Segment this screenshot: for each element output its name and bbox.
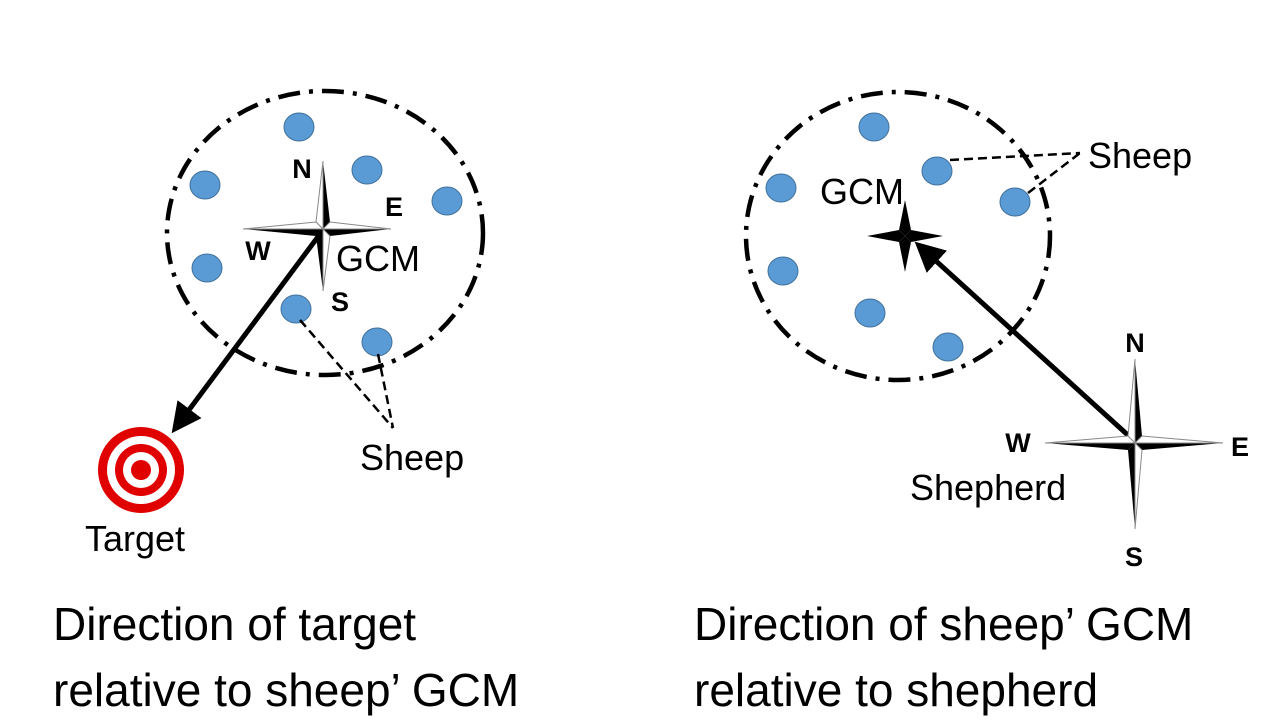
right-compass-south: S xyxy=(1125,542,1143,572)
sheep-dot xyxy=(767,256,799,286)
right-caption-line2: relative to shepherd xyxy=(694,664,1098,716)
left-direction-arrow xyxy=(171,228,326,434)
gcm-four-point-star-icon xyxy=(867,200,943,272)
left-compass-rose-icon xyxy=(242,160,392,292)
sheep-dot xyxy=(189,170,221,200)
left-compass-south: S xyxy=(331,287,349,317)
sheep-dot xyxy=(999,187,1031,217)
left-herd-boundary xyxy=(164,88,486,378)
left-compass-north: N xyxy=(292,154,312,184)
sheep-dot xyxy=(921,156,953,186)
sheep-dot xyxy=(858,112,890,142)
right-sheep-pointer xyxy=(949,151,1081,194)
sheep-dot xyxy=(854,298,886,328)
sheep-dot xyxy=(283,112,315,142)
left-sheep-group xyxy=(189,112,463,357)
left-caption-line2: relative to sheep’ GCM xyxy=(53,664,519,716)
right-gcm-label: GCM xyxy=(820,171,904,212)
right-herd-boundary xyxy=(743,89,1053,383)
sheep-dot xyxy=(191,253,223,283)
sheep-dot xyxy=(765,173,797,203)
shepherd-label: Shepherd xyxy=(910,467,1066,508)
right-direction-arrow xyxy=(914,241,1132,439)
right-sheep-group xyxy=(765,112,1031,362)
sheep-dot xyxy=(932,332,964,362)
shepherd-compass-rose-icon xyxy=(1044,358,1224,530)
sheep-dot xyxy=(280,294,312,324)
left-compass-west: W xyxy=(245,236,271,266)
right-compass-north: N xyxy=(1125,328,1145,358)
right-compass-east: E xyxy=(1231,432,1249,462)
left-compass-east: E xyxy=(385,192,403,222)
right-caption-line1: Direction of sheep’ GCM xyxy=(694,598,1193,650)
sheep-dot xyxy=(431,186,463,216)
target-label: Target xyxy=(85,518,185,559)
left-sheep-pointer xyxy=(299,319,395,429)
left-gcm-label: GCM xyxy=(336,238,420,279)
right-panel: GCM Sheep N E W S Shepherd Direction of … xyxy=(694,89,1249,716)
sheep-dot xyxy=(351,155,383,185)
left-caption-line1: Direction of target xyxy=(53,598,416,650)
right-compass-west: W xyxy=(1005,428,1031,458)
target-bullseye-icon xyxy=(98,427,184,513)
sheep-dot xyxy=(361,327,393,357)
right-sheep-label: Sheep xyxy=(1088,135,1192,176)
left-sheep-label: Sheep xyxy=(360,437,464,478)
left-panel: N E W S GCM Sheep Target Direction of ta… xyxy=(53,88,519,716)
